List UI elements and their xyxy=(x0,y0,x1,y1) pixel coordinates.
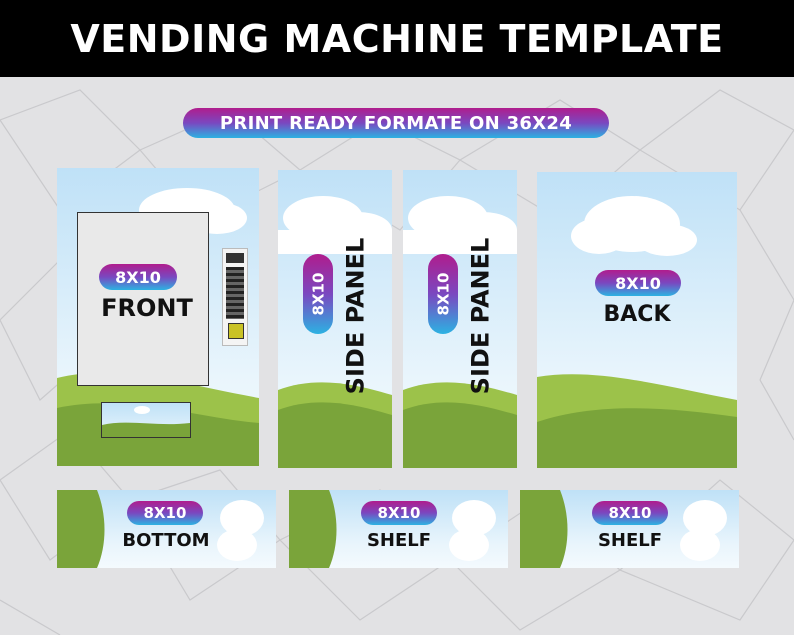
print-banner: PRINT READY FORMATE ON 36X24 xyxy=(183,108,609,138)
side-2-size-badge: 8X10 xyxy=(428,254,458,334)
coin-slot-icon xyxy=(228,323,244,339)
back-scenery xyxy=(537,196,737,468)
side-panel-2[interactable]: 8X10 SIDE PANEL xyxy=(403,170,517,468)
back-panel[interactable]: 8X10 BACK xyxy=(537,172,737,468)
shelf-1-size-badge: 8X10 xyxy=(361,501,437,525)
front-size-badge: 8X10 xyxy=(99,264,177,290)
back-size-badge: 8X10 xyxy=(595,270,681,296)
bottom-scenery xyxy=(57,490,264,568)
product-window xyxy=(77,212,209,386)
keypad-icon xyxy=(226,267,244,319)
side-2-label: SIDE PANEL xyxy=(466,237,494,395)
bottom-panel[interactable]: 8X10 BOTTOM xyxy=(57,490,276,568)
shelf-2-label: SHELF xyxy=(597,530,663,551)
front-label: FRONT xyxy=(101,294,193,322)
shelf-panel-2[interactable]: 8X10 SHELF xyxy=(520,490,739,568)
front-panel[interactable]: 8X10 FRONT xyxy=(57,168,259,466)
control-panel xyxy=(222,248,248,346)
shelf-2-scenery xyxy=(520,490,727,568)
display-icon xyxy=(226,253,244,263)
shelf-2-size-badge: 8X10 xyxy=(592,501,668,525)
side-panel-1[interactable]: 8X10 SIDE PANEL xyxy=(278,170,392,468)
shelf-1-scenery xyxy=(289,490,496,568)
side-1-scenery xyxy=(278,196,392,468)
bottom-size-badge: 8X10 xyxy=(127,501,203,525)
bottom-label: BOTTOM xyxy=(122,530,210,551)
shelf-1-label: SHELF xyxy=(366,530,432,551)
dispense-slot xyxy=(101,402,191,438)
header-bar: VENDING MACHINE TEMPLATE xyxy=(0,0,794,77)
side-1-label: SIDE PANEL xyxy=(341,237,369,395)
back-label: BACK xyxy=(603,302,671,327)
side-1-size-badge: 8X10 xyxy=(303,254,333,334)
shelf-panel-1[interactable]: 8X10 SHELF xyxy=(289,490,508,568)
page-title: VENDING MACHINE TEMPLATE xyxy=(70,16,724,61)
side-2-scenery xyxy=(403,196,517,468)
